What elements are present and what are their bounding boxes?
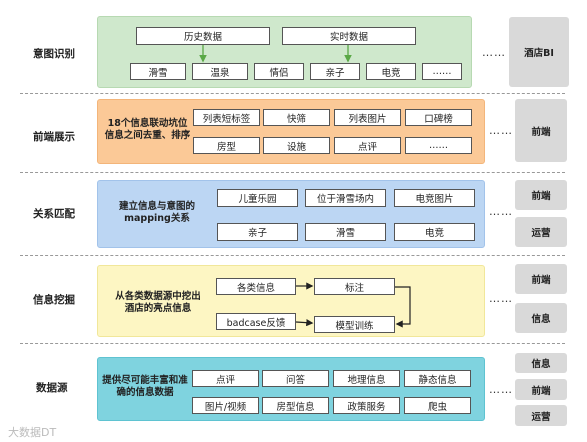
side-label-frontend: 前端 [515,379,567,400]
frontend-box-more: …… [405,137,472,154]
frontend-description: 18个信息联动坑位 信息之间去重、排序 [104,118,191,141]
watermark: 大数据DT [8,426,57,439]
source-box-static: 静态信息 [404,370,471,387]
source-box-room-info: 房型信息 [262,397,329,414]
row-separator [20,255,565,256]
intent-tag-hotspring: 温泉 [192,63,248,80]
intent-tag-more: …… [422,63,462,80]
source-box-crawler: 爬虫 [404,397,471,414]
frontend-box-list-tag: 列表短标签 [193,109,260,126]
side-label-operations: 运营 [515,405,567,426]
relation-box-kids-park: 儿童乐园 [217,189,298,207]
relation-box-family: 亲子 [217,223,298,241]
frontend-box-review: 点评 [334,137,401,154]
side-label-operations: 运营 [515,217,567,247]
row-label-relation: 关系匹配 [33,208,75,220]
side-label-info: 信息 [515,303,567,333]
relation-box-esports-image: 电竞图片 [394,189,475,207]
frontend-box-reputation: 口碑榜 [405,109,472,126]
row-separator [20,93,565,94]
intent-tag-couple: 情侣 [254,63,304,80]
row-separator [20,172,565,173]
arrow-feedback-to-training [295,319,314,327]
relation-description: 建立信息与意图的 mapping关系 [118,201,195,224]
row-label-frontend: 前端展示 [33,131,75,143]
frontend-box-list-image: 列表图片 [334,109,401,126]
side-label-frontend: 前端 [515,180,567,210]
arrow-annotation-to-training [395,286,411,328]
frontend-box-facilities: 设施 [263,137,330,154]
side-label-info: 信息 [515,353,567,373]
row-label-source: 数据源 [36,382,68,394]
intent-tag-esports: 电竞 [366,63,416,80]
side-label-frontend: 前端 [515,99,567,162]
ellipsis-connector: …… [482,46,506,59]
frontend-box-room-type: 房型 [193,137,260,154]
side-label-hotel-bi: 酒店BI [509,17,569,87]
source-box-review: 点评 [192,370,259,387]
mining-description: 从各类数据源中挖出 酒店的亮点信息 [115,291,201,314]
relation-box-esports: 电竞 [394,223,475,241]
row-label-intent: 意图识别 [33,48,75,60]
relation-box-ski-resort: 位于滑雪场内 [305,189,386,207]
intent-tag-family: 亲子 [310,63,360,80]
source-description: 提供尽可能丰富和准 确的信息数据 [102,375,188,398]
frontend-box-quick-filter: 快筛 [263,109,330,126]
side-label-frontend: 前端 [515,264,567,294]
mining-box-model-training: 模型训练 [314,316,395,333]
source-box-media: 图片/视频 [192,397,259,414]
source-box-geo: 地理信息 [333,370,400,387]
intent-tag-ski: 滑雪 [130,63,186,80]
ellipsis-connector: …… [489,205,513,218]
source-box-policy: 政策服务 [333,397,400,414]
relation-box-ski: 滑雪 [305,223,386,241]
history-data-box: 历史数据 [136,27,270,45]
ellipsis-connector: …… [489,124,513,137]
ellipsis-connector: …… [489,292,513,305]
mining-box-annotation: 标注 [314,278,395,295]
row-separator [20,343,565,344]
mining-box-badcase-feedback: badcase反馈 [216,313,296,330]
row-label-mining: 信息挖掘 [33,294,75,306]
source-box-qa: 问答 [262,370,329,387]
realtime-data-box: 实时数据 [282,27,416,45]
mining-box-various-info: 各类信息 [216,278,296,295]
ellipsis-connector: …… [489,383,513,396]
